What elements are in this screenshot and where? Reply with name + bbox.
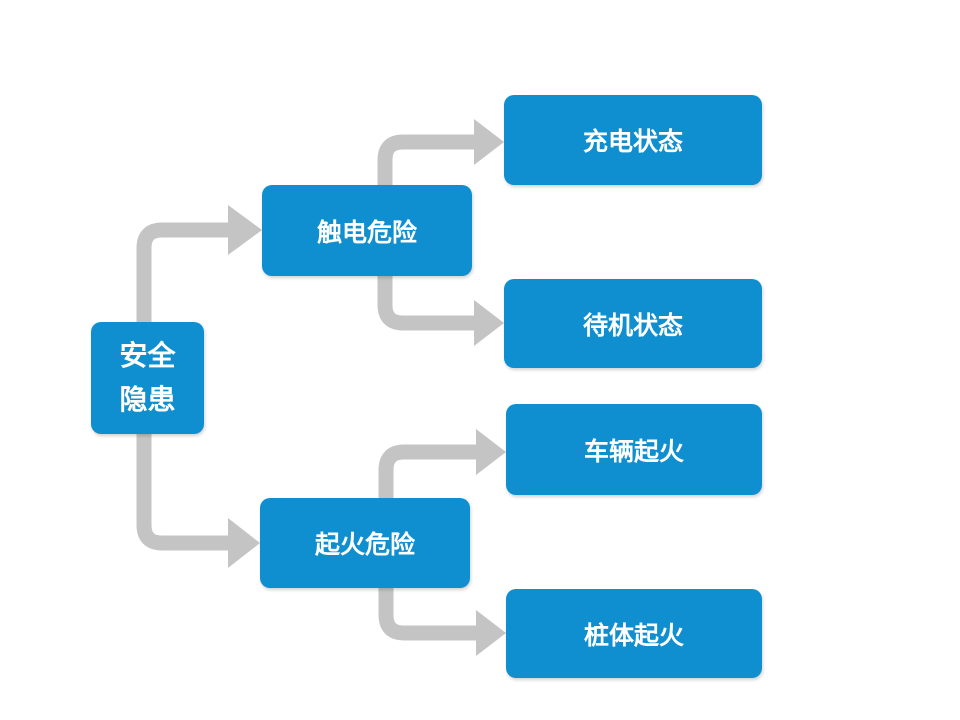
connector-fire-to-vehicle — [378, 444, 482, 498]
arrowhead-charge — [474, 119, 504, 165]
connector-fire-to-pile — [378, 588, 482, 641]
leaf-label: 充电状态 — [582, 127, 683, 156]
root-label-line2: 隐患 — [119, 383, 176, 416]
arrowhead-pile — [476, 610, 506, 656]
branch-label: 起火危险 — [314, 530, 415, 559]
leaf-node-vehicle-fire: 车辆起火 — [506, 404, 762, 495]
root-label-line1: 安全 — [119, 339, 176, 372]
leaf-node-pile-fire: 桩体起火 — [506, 589, 762, 678]
root-node: 安全 隐患 — [91, 322, 204, 434]
branch-label: 触电危险 — [316, 217, 417, 247]
arrowhead-shock — [228, 205, 262, 255]
connector-root-to-shock — [136, 222, 236, 322]
arrowhead-standby — [474, 300, 504, 346]
connector-shock-to-standby — [377, 276, 480, 331]
leaf-label: 待机状态 — [582, 310, 683, 340]
leaf-node-charging: 充电状态 — [504, 95, 762, 185]
leaf-node-standby: 待机状态 — [504, 279, 762, 368]
connector-root-to-fire — [136, 434, 236, 551]
branch-node-fire: 起火危险 — [260, 498, 470, 588]
leaf-label: 桩体起火 — [583, 620, 684, 650]
arrowhead-fire — [228, 518, 260, 568]
leaf-label: 车辆起火 — [583, 436, 684, 466]
connector-shock-to-charge — [377, 134, 480, 185]
arrowhead-vehicle — [476, 429, 506, 475]
branch-node-shock: 触电危险 — [262, 185, 472, 276]
